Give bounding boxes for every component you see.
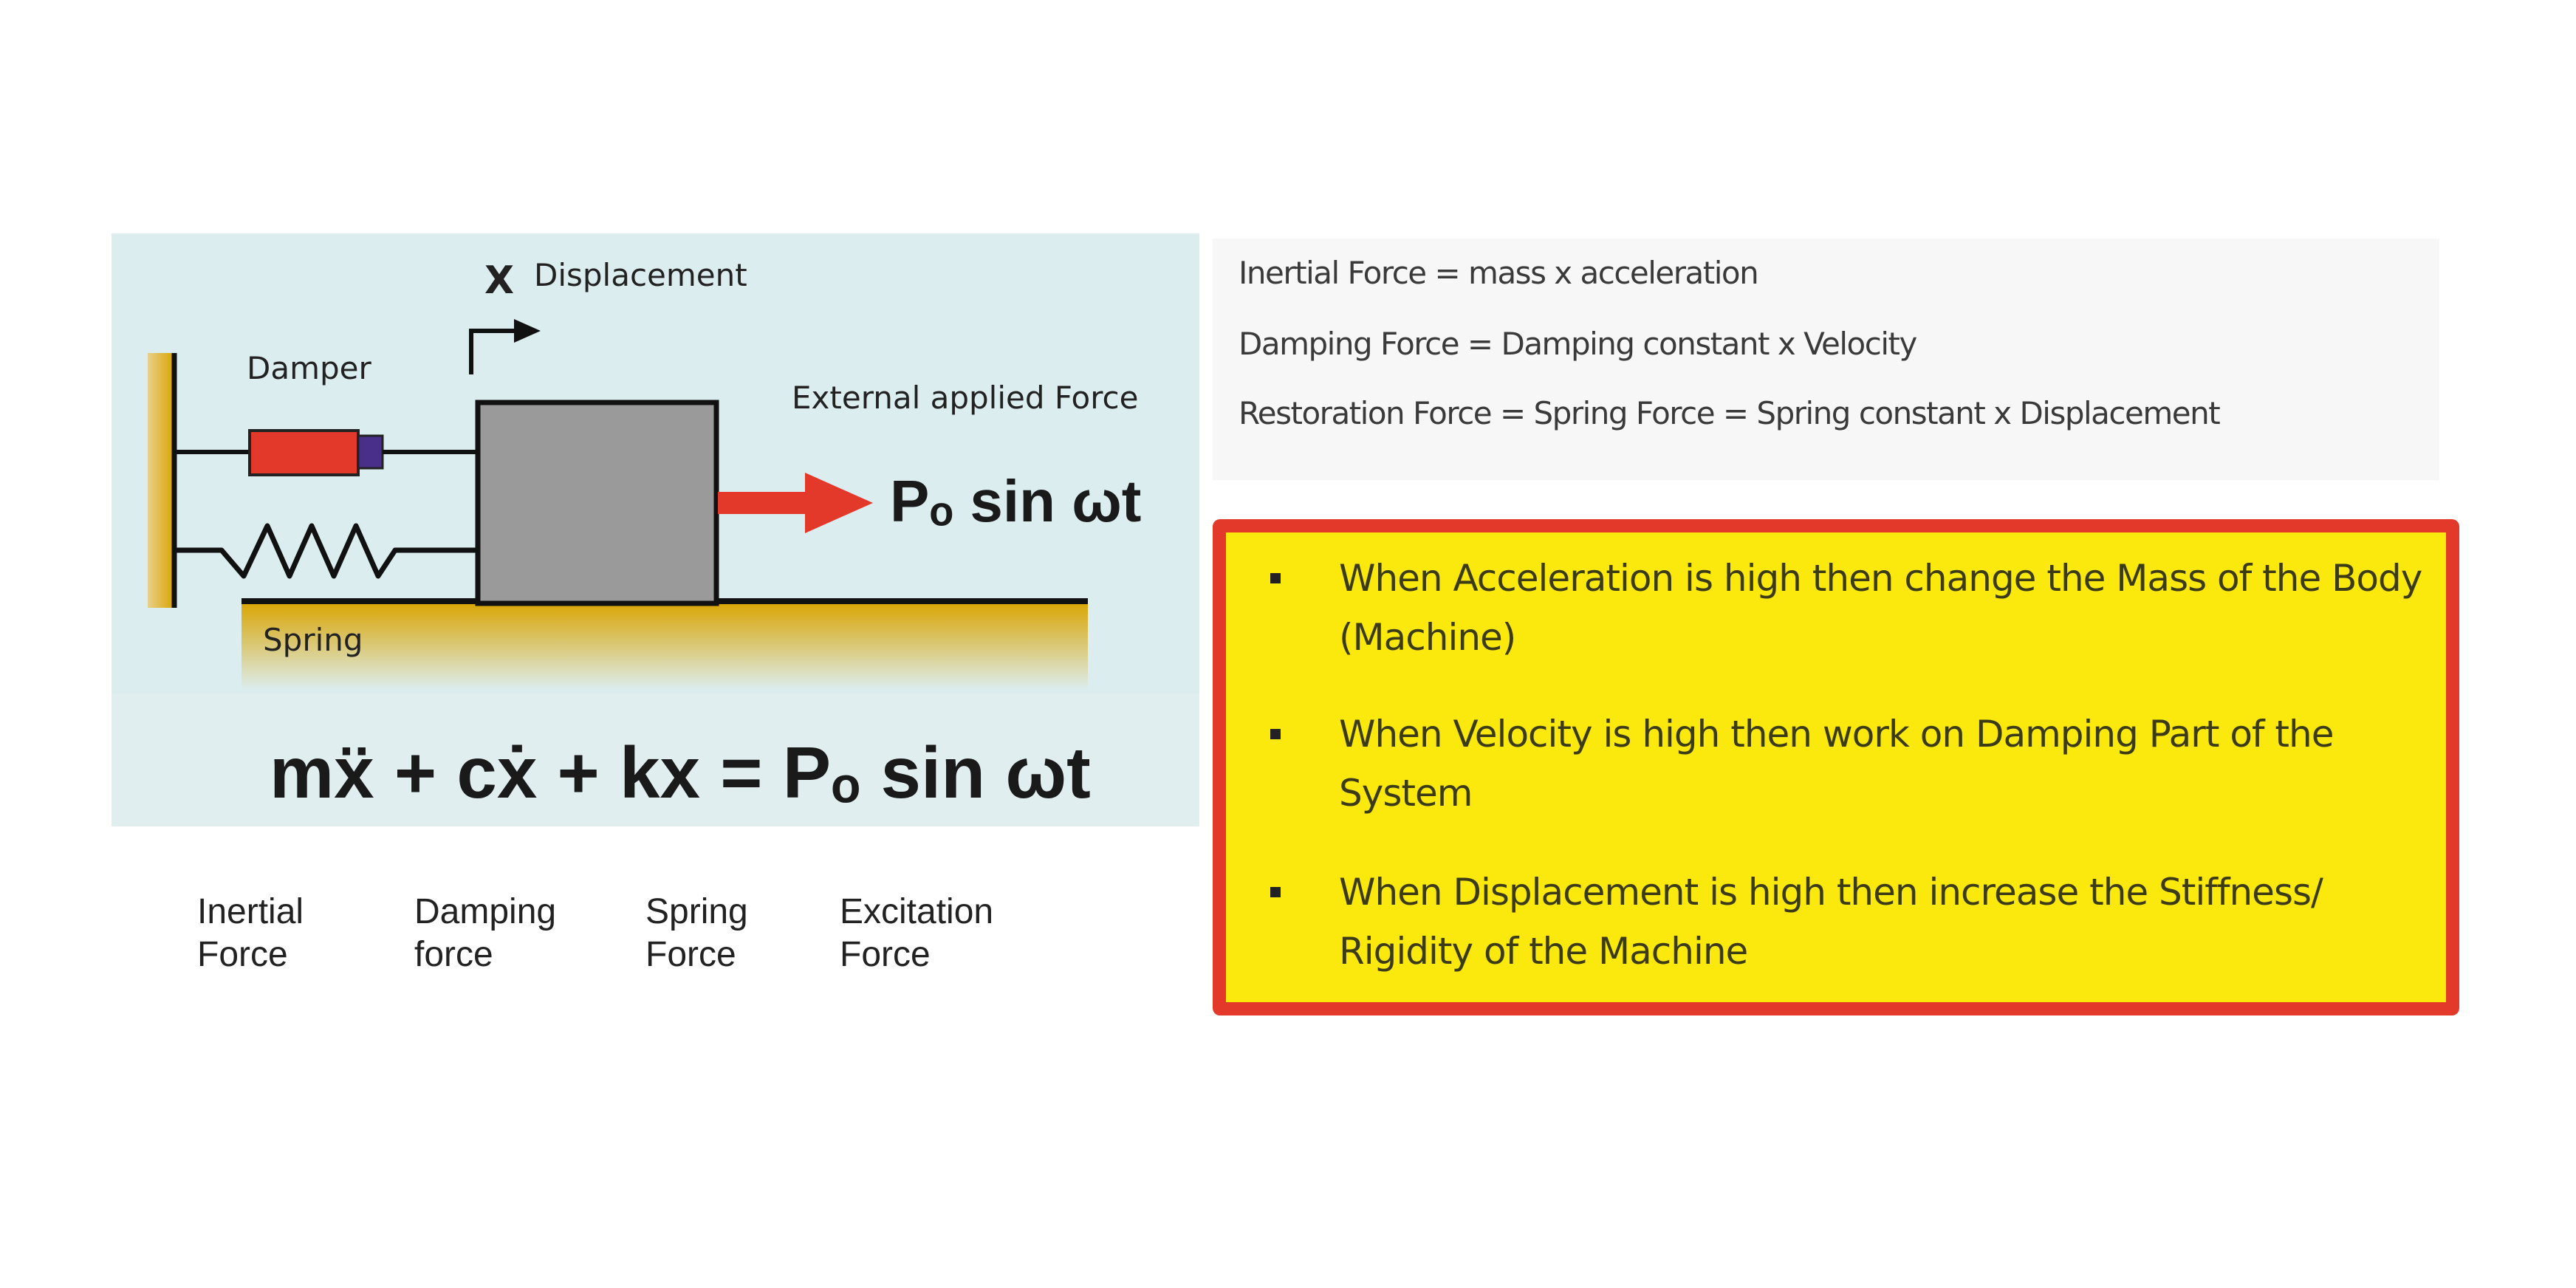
remedies-box: When Acceleration is high then change th…	[1213, 519, 2459, 1015]
external-force-label: External applied Force	[792, 380, 1139, 416]
damper-cap	[357, 434, 384, 470]
force-expression: Pₒ sin ωt	[890, 468, 1142, 534]
spring	[174, 523, 476, 579]
displacement-arrowhead	[514, 319, 541, 343]
term-label-line: Force	[197, 935, 288, 974]
tip-acceleration: When Acceleration is high then change th…	[1339, 557, 2422, 659]
mass-block	[475, 400, 719, 606]
term-label-line: force	[414, 935, 493, 974]
bullet-icon	[1270, 887, 1281, 897]
displacement-arrow-icon	[469, 329, 517, 374]
displacement-label: Displacement	[534, 257, 747, 293]
tip-velocity: When Velocity is high then work on Dampi…	[1339, 713, 2334, 815]
term-label-spring: Spring Force	[645, 891, 748, 976]
displacement-symbol: X	[484, 258, 515, 303]
definition-inertial: Inertial Force = mass x acceleration	[1239, 255, 1759, 291]
tip-displacement: When Displacement is high then increase …	[1339, 871, 2323, 973]
force-definitions-box: Inertial Force = mass x acceleration Dam…	[1213, 239, 2439, 480]
term-label-inertial: Inertial Force	[197, 891, 304, 976]
equation-of-motion: mẍ + cẋ + kx = Pₒ sin ωt	[270, 732, 1091, 813]
wall	[148, 353, 174, 608]
bullet-icon	[1270, 573, 1281, 583]
term-label-excitation: Excitation Force	[840, 891, 993, 976]
damper-body	[248, 429, 360, 476]
equation-panel	[112, 693, 1199, 826]
definition-restoration: Restoration Force = Spring Force = Sprin…	[1239, 395, 2221, 431]
force-arrowhead-icon	[805, 473, 873, 533]
term-label-damping: Damping force	[414, 891, 556, 976]
bullet-icon	[1270, 729, 1281, 739]
term-label-line: Damping	[414, 892, 557, 931]
term-label-line: Excitation	[840, 892, 994, 931]
spring-label: Spring	[263, 622, 363, 658]
term-label-line: Force	[840, 935, 931, 974]
definition-damping: Damping Force = Damping constant x Veloc…	[1239, 326, 1917, 362]
damper-label: Damper	[247, 350, 371, 386]
term-label-line: Spring	[645, 892, 748, 931]
force-arrow-shaft	[718, 492, 806, 514]
ground	[242, 601, 1088, 690]
term-label-line: Inertial	[197, 892, 304, 931]
term-label-line: Force	[645, 935, 736, 974]
